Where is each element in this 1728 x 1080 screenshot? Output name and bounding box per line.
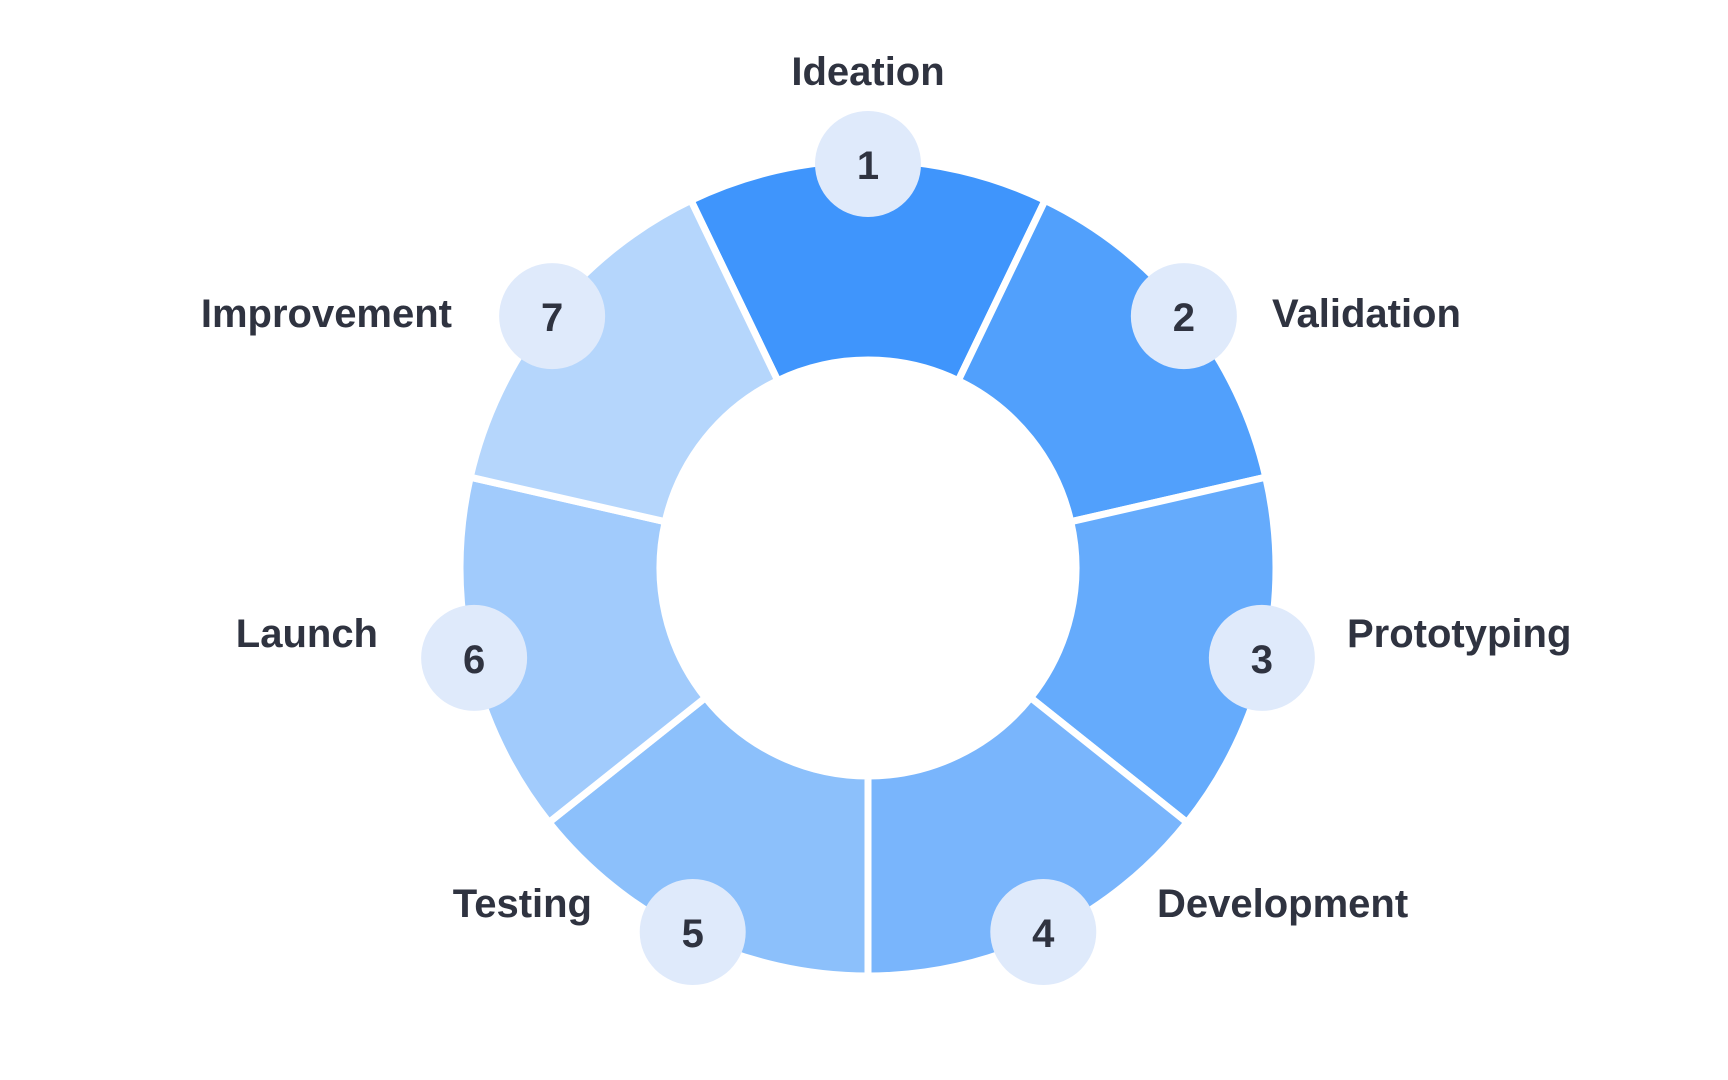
segment-step-1 [686,156,1050,386]
step-label-ideation: Ideation [791,50,944,94]
step-number-2: 2 [1173,296,1195,340]
step-badge-1 [815,111,921,217]
step-label-development: Development [1157,882,1408,926]
segment-step-4 [864,692,1192,980]
step-number-1: 1 [857,144,879,188]
step-number-3: 3 [1251,638,1273,682]
step-badge-4 [990,878,1097,985]
step-label-validation: Validation [1272,292,1461,336]
step-number-5: 5 [682,912,704,956]
step-badge-2 [1130,263,1237,370]
step-number-7: 7 [541,296,563,340]
segments-group [456,156,1280,980]
segment-step-3 [1025,473,1280,828]
segment-step-5 [544,692,872,980]
step-badge-3 [1208,604,1315,711]
step-label-improvement: Improvement [201,292,452,336]
step-badge-5 [639,878,746,985]
step-number-6: 6 [463,638,485,682]
step-label-testing: Testing [453,882,592,926]
labels-group: IdeationValidationPrototypingDevelopment… [201,50,1572,926]
step-number-4: 4 [1032,912,1055,956]
segment-step-2 [953,195,1270,526]
badges-group: 1 2 3 4 5 6 7 [421,111,1315,985]
segment-step-6 [456,473,711,828]
segment-step-7 [466,195,783,526]
step-badge-7 [499,263,606,370]
step-label-prototyping: Prototyping [1347,612,1571,656]
step-label-launch: Launch [236,612,378,656]
step-badge-6 [421,604,528,711]
